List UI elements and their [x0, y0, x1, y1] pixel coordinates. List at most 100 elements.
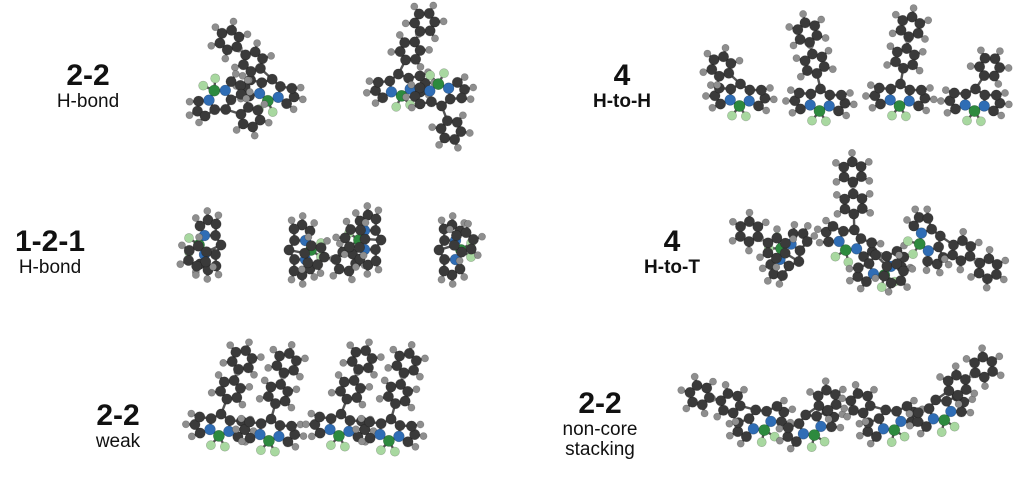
hydrogen-atom — [775, 280, 784, 288]
carbon-atom — [335, 408, 347, 420]
hydrogen-atom — [842, 111, 851, 120]
carbon-atom — [852, 388, 864, 400]
hydrogen-atom — [402, 93, 410, 101]
hydrogen-atom — [437, 216, 446, 225]
fluorine-atom — [198, 80, 209, 91]
carbon-atom — [722, 388, 734, 400]
hydrogen-atom — [237, 414, 246, 423]
carbon-atom — [852, 262, 864, 274]
carbon-atom — [771, 400, 783, 412]
hydrogen-atom — [843, 412, 852, 421]
carbon-atom — [344, 414, 356, 426]
fluorine-atom — [887, 110, 897, 121]
fluorine-atom — [210, 73, 221, 84]
carbon-atom — [350, 346, 362, 358]
nitrogen-atom — [253, 87, 266, 100]
carbon-atom — [908, 49, 920, 61]
carbon-atom — [974, 257, 986, 269]
hydrogen-atom — [713, 412, 722, 421]
hydrogen-atom — [238, 400, 247, 409]
hydrogen-atom — [187, 432, 196, 441]
carbon-atom — [256, 77, 268, 89]
carbon-atom — [414, 70, 426, 82]
hydrogen-atom — [908, 264, 917, 273]
hydrogen-atom — [301, 420, 310, 429]
carbon-atom — [392, 68, 404, 80]
carbon-atom — [846, 156, 858, 168]
carbon-atom — [823, 236, 835, 248]
carbon-atom — [878, 270, 890, 282]
carbon-atom — [353, 241, 365, 253]
carbon-atom — [897, 62, 909, 74]
carbon-atom — [755, 84, 767, 96]
hydrogen-atom — [370, 370, 378, 379]
hydrogen-atom — [832, 158, 840, 167]
hydrogen-atom — [460, 273, 469, 281]
carbon-atom — [955, 406, 967, 418]
carbon-atom — [870, 431, 882, 443]
carbon-atom — [271, 360, 283, 372]
carbon-atom — [359, 233, 371, 245]
carbon-atom — [812, 390, 824, 402]
carbon-atom — [192, 240, 204, 252]
nitrogen-atom — [815, 420, 827, 433]
carbon-atom — [409, 91, 421, 103]
carbon-atom — [439, 132, 451, 144]
hydrogen-atom — [758, 264, 767, 273]
hydrogen-atom — [690, 372, 699, 381]
hydrogen-atom — [250, 131, 259, 140]
hydrogen-atom — [243, 30, 252, 39]
carbon-atom — [874, 98, 886, 110]
hydrogen-atom — [407, 80, 416, 89]
hydrogen-atom — [357, 414, 366, 423]
carbon-atom — [714, 98, 726, 110]
hydrogen-atom — [226, 341, 235, 350]
hydrogen-atom — [962, 354, 971, 363]
hydrogen-atom — [455, 256, 464, 265]
carbon-atom — [402, 436, 414, 448]
carbon-atom — [799, 55, 811, 67]
carbon-atom — [274, 350, 286, 362]
hydrogen-atom — [740, 385, 748, 394]
nitrogen-atom — [219, 84, 232, 97]
carbon-atom — [983, 253, 995, 265]
carbon-atom — [987, 105, 999, 117]
hydrogen-atom — [362, 88, 371, 97]
hydrogen-atom — [429, 1, 438, 10]
carbon-atom — [215, 239, 227, 251]
hydrogen-atom — [862, 92, 870, 100]
carbon-atom — [891, 46, 903, 58]
carbon-atom — [221, 393, 233, 405]
carbon-atom — [339, 232, 351, 244]
hydrogen-atom — [380, 376, 389, 385]
carbon-atom — [752, 221, 764, 233]
carbon-atom — [193, 95, 205, 107]
hydrogen-atom — [924, 16, 933, 25]
hydrogen-atom — [250, 370, 258, 379]
boron-atom — [808, 429, 821, 441]
carbon-atom — [901, 42, 913, 54]
fluorine-atom — [949, 421, 960, 432]
hydrogen-atom — [677, 386, 686, 395]
hydrogen-atom — [839, 385, 847, 394]
hydrogen-atom — [407, 340, 416, 349]
boron-atom — [212, 429, 225, 442]
hydrogen-atom — [709, 377, 717, 386]
carbon-atom — [855, 171, 867, 183]
carbon-atom — [189, 418, 201, 430]
hydrogen-atom — [363, 202, 372, 210]
hydrogen-atom — [416, 63, 425, 71]
carbon-atom — [225, 94, 237, 106]
carbon-atom — [870, 249, 882, 261]
carbon-atom — [210, 230, 222, 242]
carbon-atom — [960, 383, 972, 395]
carbon-atom — [364, 416, 376, 428]
carbon-atom — [288, 223, 300, 235]
carbon-atom — [341, 393, 353, 405]
carbon-atom — [811, 29, 823, 41]
hydrogen-atom — [334, 371, 343, 379]
fluorine-atom — [267, 107, 278, 117]
carbon-atom — [370, 255, 382, 267]
hydrogen-atom — [713, 81, 722, 89]
hydrogen-atom — [445, 225, 454, 234]
